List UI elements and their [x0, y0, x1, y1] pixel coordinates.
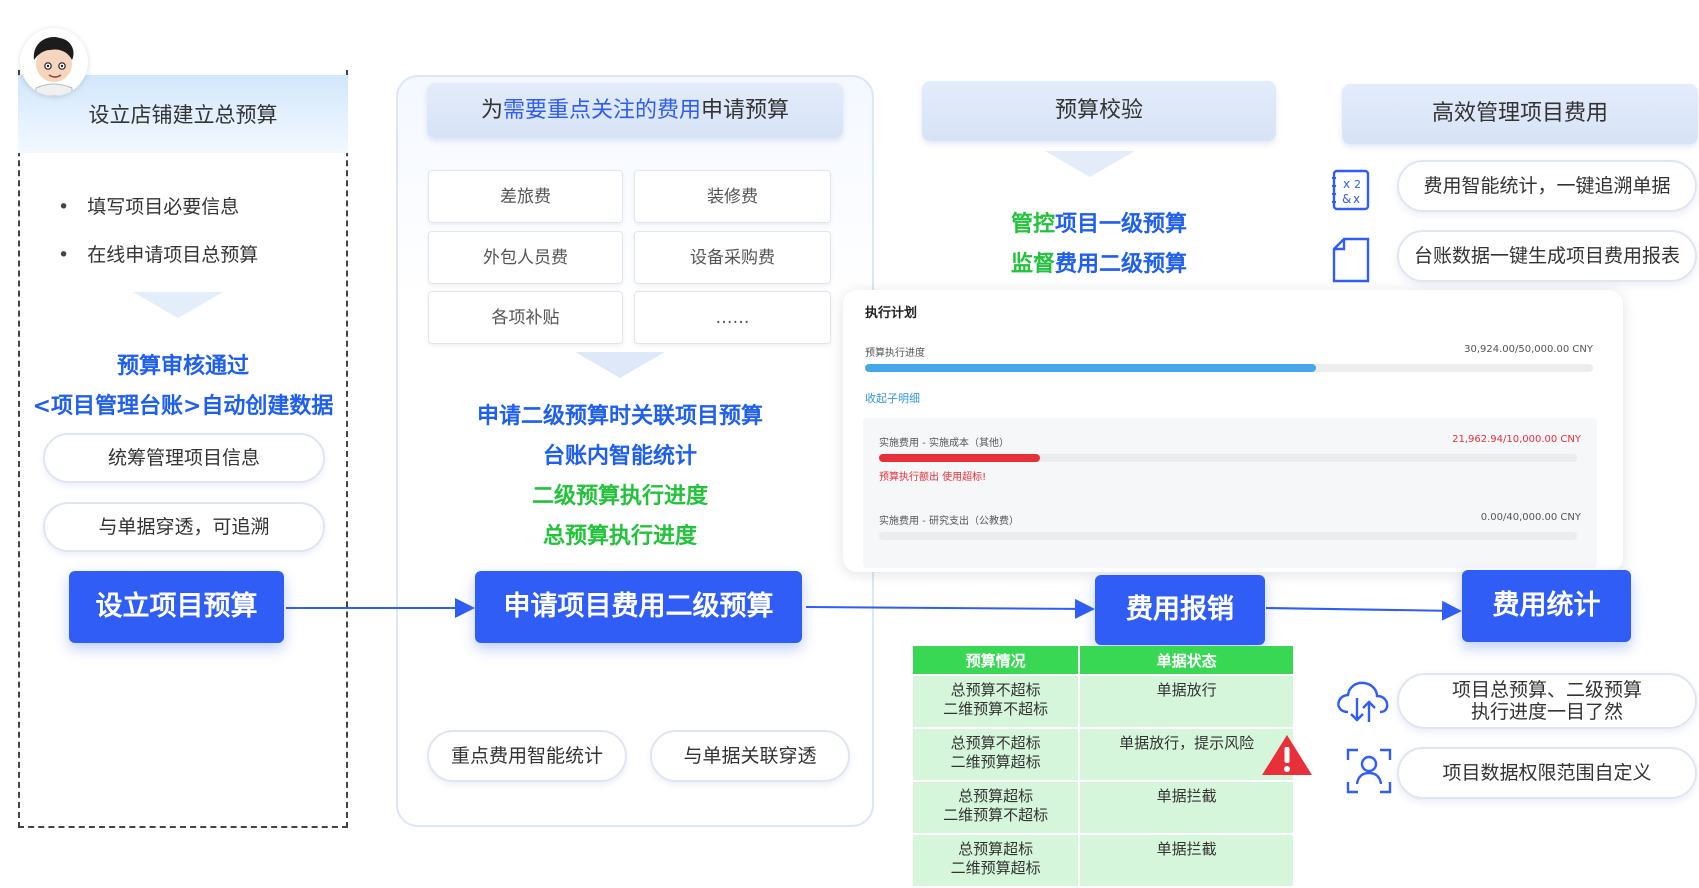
formula-icon: x 2 & x	[1332, 169, 1370, 211]
monitor-suffix: 费用二级预算	[1055, 252, 1188, 277]
collapse-link[interactable]: 收起子明细	[865, 392, 920, 405]
arrow-to-reimbursement	[805, 598, 1095, 619]
status-cell: 单据放行，提示风险	[1080, 729, 1293, 780]
progress-overview-pill: 项目总预算、二级预算 执行进度一目了然	[1397, 673, 1697, 729]
item2-value: 0.00/40,000.00 CNY	[1480, 512, 1581, 523]
approval-text: 预算审核通过	[116, 354, 249, 379]
svg-text:x: x	[1343, 177, 1350, 191]
item1-label: 实施费用 - 实施成本（其他）	[879, 438, 1009, 449]
smart-stats-pill: 费用智能统计，一键追溯单据	[1397, 160, 1697, 212]
progress-overview-line1: 项目总预算、二级预算	[1451, 679, 1642, 701]
table-header-status: 单据状态	[1080, 646, 1293, 674]
manage-info-pill: 统筹管理项目信息	[43, 433, 325, 483]
feature-smart-stats: 台账内智能统计	[542, 444, 697, 469]
apply-secondary-budget-button[interactable]: 申请项目费用二级预算	[475, 571, 802, 643]
warning-icon	[1262, 735, 1312, 775]
bullet-item: 填写项目必要信息	[58, 192, 239, 219]
control-suffix: 项目一级预算	[1055, 212, 1188, 237]
reimbursement-button[interactable]: 费用报销	[1095, 575, 1265, 645]
feature-secondary-progress: 二级预算执行进度	[531, 484, 708, 509]
avatar-illustration	[33, 36, 74, 96]
category-subsidy: 各项补贴	[428, 291, 623, 344]
traceable-pill: 与单据穿透，可追溯	[43, 502, 325, 552]
svg-text:2: 2	[1354, 178, 1361, 191]
key-cost-stats-pill: 重点费用智能统计	[427, 730, 627, 782]
table-row: 总预算超标二维预算不超标 单据拦截	[913, 782, 1293, 833]
arrow-to-statistics	[1265, 600, 1462, 621]
bullet-item: 在线申请项目总预算	[58, 240, 258, 267]
table-row: 总预算超标二维预算超标 单据拦截	[913, 835, 1293, 886]
card-title: 执行计划	[865, 306, 918, 321]
down-chevron-icon	[133, 292, 223, 318]
user-scan-icon	[1346, 748, 1392, 794]
monitor-prefix: 监督	[1010, 252, 1055, 277]
report-pill: 台账数据一键生成项目费用报表	[1397, 230, 1697, 282]
progress-label: 预算执行进度	[865, 348, 925, 359]
data-permission-pill: 项目数据权限范围自定义	[1397, 747, 1697, 799]
category-equipment: 设备采购费	[634, 231, 831, 284]
table-row: 总预算不超标二维预算不超标 单据放行	[913, 676, 1293, 727]
svg-text:&: &	[1342, 192, 1351, 206]
item1-fill	[879, 454, 1040, 462]
budget-cell: 总预算超标二维预算超标	[913, 835, 1079, 886]
secondary-budget-header: 为需要重点关注的费用申请预算	[427, 83, 843, 138]
cost-statistics-button[interactable]: 费用统计	[1462, 570, 1631, 642]
header-suffix: 申请预算	[701, 98, 790, 123]
cloud-sync-icon	[1337, 681, 1389, 722]
monitor-secondary-text: 监督费用二级预算	[922, 246, 1276, 278]
sub-detail-panel: 实施费用 - 实施成本（其他） 21,962.94/10,000.00 CNY …	[863, 418, 1597, 568]
auto-create-text: <项目管理台账>自动创建数据	[32, 394, 334, 419]
progress-track	[865, 364, 1593, 372]
table-row: 总预算不超标二维预算超标 单据放行，提示风险	[913, 729, 1293, 780]
progress-fill	[865, 364, 1317, 372]
budget-status-table: 预算情况 单据状态 总预算不超标二维预算不超标 单据放行 总预算不超标二维预算超…	[911, 644, 1295, 888]
progress-overview-line2: 执行进度一目了然	[1470, 701, 1623, 723]
budget-setup-panel	[18, 70, 348, 828]
item1-track	[879, 454, 1577, 462]
avatar	[20, 28, 88, 96]
setup-budget-button[interactable]: 设立项目预算	[69, 571, 284, 643]
category-more: ……	[634, 291, 831, 344]
budget-cell: 总预算不超标二维预算不超标	[913, 676, 1079, 727]
execution-plan-card: 执行计划 预算执行进度 30,924.00/50,000.00 CNY 收起子明…	[843, 290, 1623, 572]
budget-cell: 总预算超标二维预算不超标	[913, 782, 1079, 833]
item1-value: 21,962.94/10,000.00 CNY	[1452, 434, 1581, 445]
item2-label: 实施费用 - 研究支出（公教费）	[879, 516, 1019, 527]
budget-check-header: 预算校验	[922, 81, 1276, 141]
progress-value: 30,924.00/50,000.00 CNY	[1464, 344, 1593, 355]
control-primary-text: 管控项目一级预算	[922, 206, 1276, 238]
budget-setup-title: 设立店铺建立总预算	[88, 103, 278, 127]
item2-track	[879, 532, 1577, 540]
header-highlight: 需要重点关注的费用	[502, 98, 701, 123]
category-travel: 差旅费	[428, 170, 623, 223]
item1-warning: 预算执行额出 使用超标!	[879, 472, 987, 483]
efficient-manage-header: 高效管理项目费用	[1342, 84, 1698, 144]
category-renovation: 装修费	[634, 170, 831, 223]
status-cell: 单据拦截	[1080, 835, 1293, 886]
svg-text:x: x	[1353, 192, 1360, 206]
document-link-pill: 与单据关联穿透	[650, 730, 850, 782]
control-prefix: 管控	[1010, 212, 1055, 237]
table-header-budget: 预算情况	[913, 646, 1079, 674]
document-icon	[1332, 237, 1370, 283]
feature-link-budget: 申请二级预算时关联项目预算	[476, 404, 763, 429]
header-prefix: 为	[480, 98, 503, 123]
down-chevron-icon	[575, 352, 665, 378]
status-cell: 单据拦截	[1080, 782, 1293, 833]
feature-total-progress: 总预算执行进度	[542, 524, 697, 549]
budget-cell: 总预算不超标二维预算超标	[913, 729, 1079, 780]
category-outsourcing: 外包人员费	[428, 231, 623, 284]
down-chevron-icon	[1045, 151, 1135, 177]
status-cell: 单据放行	[1080, 676, 1293, 727]
